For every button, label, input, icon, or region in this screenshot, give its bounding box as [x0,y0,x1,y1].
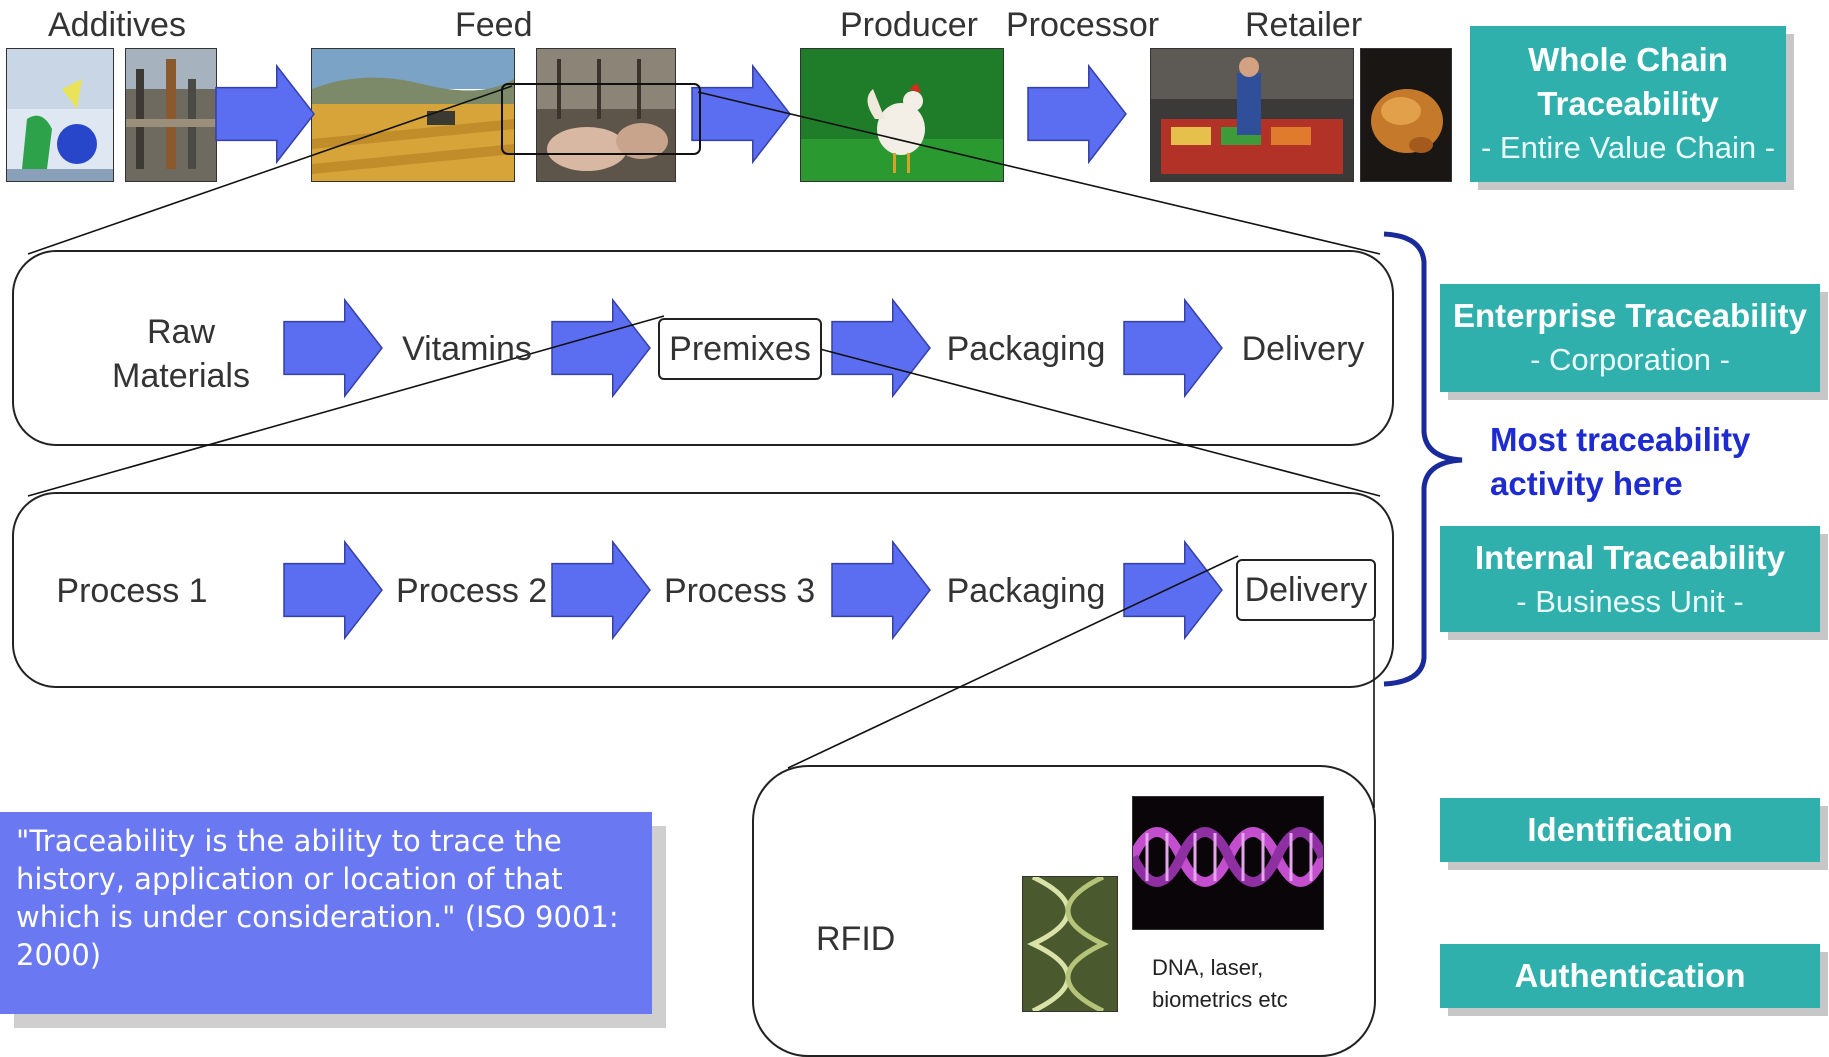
rfid-label: RFID [816,920,896,958]
internal-step-process-2: Process 2 [396,572,548,610]
enterprise-step-delivery: Delivery [1241,330,1365,368]
enterprise-step-raw-materials: Raw Materials [112,313,250,395]
stage-label-additives: Additives [48,6,186,44]
dna-helix-green-image [1022,876,1118,1012]
arrow-additives-to-feed [215,63,315,165]
stage-label-processor: Processor [1006,6,1160,44]
arrow-producer-to-processor [1027,63,1127,165]
whole-chain-subtitle: - Entire Value Chain - [1480,130,1776,165]
enterprise-step-packaging: Packaging [946,330,1106,368]
authentication-label: Authentication [1440,944,1820,1008]
internal-step-process-1: Process 1 [56,572,208,610]
arrow-feed-to-producer [691,63,791,165]
internal-title: Internal Traceability [1475,539,1785,576]
dna-helix-purple-image [1132,796,1324,930]
retailer-roast-chicken-image [1360,48,1452,182]
most-activity-note: Most traceability activity here [1490,421,1751,502]
additives-chemicals-image [6,48,114,182]
whole-chain-traceability-label: Whole Chain Traceability - Entire Value … [1470,26,1786,182]
enterprise-subtitle: - Corporation - [1530,342,1730,377]
additives-plant-image [125,48,217,182]
stage-label-producer: Producer [840,6,978,44]
identification-label: Identification [1440,798,1820,862]
stage-label-retailer: Retailer [1245,6,1363,44]
enterprise-step-premixes: Premixes [658,318,822,380]
retailer-market-image [1150,48,1354,182]
whole-chain-title: Whole Chain Traceability [1528,41,1728,122]
stage-label-feed: Feed [455,6,533,44]
enterprise-step-vitamins: Vitamins [402,330,532,368]
enterprise-traceability-label: Enterprise Traceability - Corporation - [1440,284,1820,392]
enterprise-title: Enterprise Traceability [1453,297,1807,334]
dna-caption: DNA, laser, biometrics etc [1152,955,1288,1012]
feed-animals-image [536,48,676,182]
internal-step-process-3: Process 3 [664,572,816,610]
iso-definition-quote: "Traceability is the ability to trace th… [0,812,652,1014]
internal-step-packaging: Packaging [946,572,1106,610]
internal-subtitle: - Business Unit - [1516,584,1744,619]
feed-field-image [311,48,515,182]
internal-step-delivery: Delivery [1236,559,1376,621]
internal-traceability-label: Internal Traceability - Business Unit - [1440,526,1820,632]
producer-rooster-image [800,48,1004,182]
